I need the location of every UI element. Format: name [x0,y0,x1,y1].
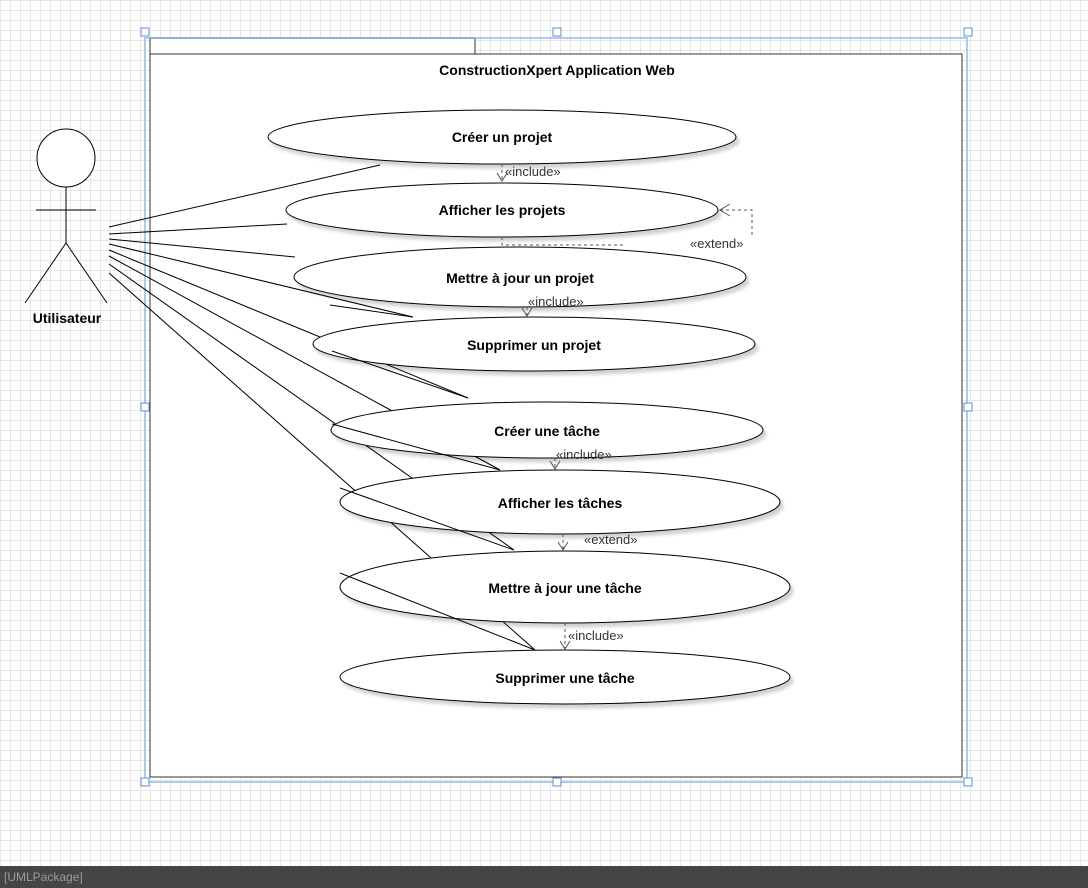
use-case-creer-projet[interactable]: Créer un projet [267,109,737,165]
arrowhead [549,460,561,470]
status-bar: [UMLPackage] [0,866,1088,888]
relation-label: «extend» [584,532,638,547]
arrowhead [557,541,569,551]
use-case-mettre-a-jour-tache[interactable]: Mettre à jour une tâche [339,550,791,624]
association-line[interactable] [108,238,296,258]
resize-handle-bottom[interactable] [552,777,562,787]
use-case-label: Supprimer une tâche [495,670,634,686]
association-overlays [329,304,536,651]
extend-line-base[interactable] [501,237,625,246]
use-case-supprimer-tache[interactable]: Supprimer une tâche [339,649,791,705]
use-case-label: Afficher les projets [439,202,566,218]
diagram-canvas[interactable]: ConstructionXpert Application Web Utilis… [0,0,1088,866]
arrowhead [496,172,508,182]
use-case-label: Créer une tâche [494,423,600,439]
association-line[interactable] [108,223,288,235]
status-bar-text: [UMLPackage] [4,870,83,884]
association-line [331,350,469,399]
association-line [339,572,536,651]
actor-utilisateur[interactable] [24,128,108,304]
use-case-supprimer-projet[interactable]: Supprimer un projet [312,316,756,372]
package-tab [149,37,476,55]
relation-label: «include» [505,164,561,179]
association-line[interactable] [108,249,469,399]
resize-handle-top-left[interactable] [140,27,150,37]
use-case-afficher-taches[interactable]: Afficher les tâches [339,469,781,535]
arrowhead [559,640,571,650]
use-case-creer-tache[interactable]: Créer une tâche [330,401,764,459]
association-line [329,304,414,318]
resize-handle-right[interactable] [963,402,973,412]
extend-line[interactable] [720,209,753,238]
relation-label: «include» [556,447,612,462]
association-line [339,487,515,551]
use-case-label: Mettre à jour une tâche [488,580,641,596]
dependency-arrowheads [496,172,731,650]
actor-right-leg [65,242,108,304]
actor-left-leg [24,242,67,304]
package-title: ConstructionXpert Application Web [439,62,675,78]
use-case-label: Supprimer un projet [467,337,601,353]
relation-label: «include» [528,294,584,309]
selection-overlay [140,27,973,787]
arrowhead [521,307,533,317]
association-line [331,423,501,471]
use-case-label: Afficher les tâches [498,495,623,511]
resize-handle-bottom-right[interactable] [963,777,973,787]
use-case-afficher-projets[interactable]: Afficher les projets [285,182,719,238]
resize-handle-left[interactable] [140,402,150,412]
resize-handle-top-right[interactable] [963,27,973,37]
use-case-label: Mettre à jour un projet [446,270,594,286]
use-case-mettre-a-jour-projet[interactable]: Mettre à jour un projet [293,246,747,308]
relation-label: «include» [568,628,624,643]
use-case-label: Créer un projet [452,129,553,145]
relation-label: «extend» [690,236,744,251]
resize-handle-top[interactable] [552,27,562,37]
association-line[interactable] [108,164,381,228]
dependency-lines [501,164,753,649]
association-line[interactable] [108,243,414,318]
resize-handle-bottom-left[interactable] [140,777,150,787]
actor-label: Utilisateur [33,310,102,326]
arrowhead [719,203,731,217]
actor-head [36,128,96,188]
